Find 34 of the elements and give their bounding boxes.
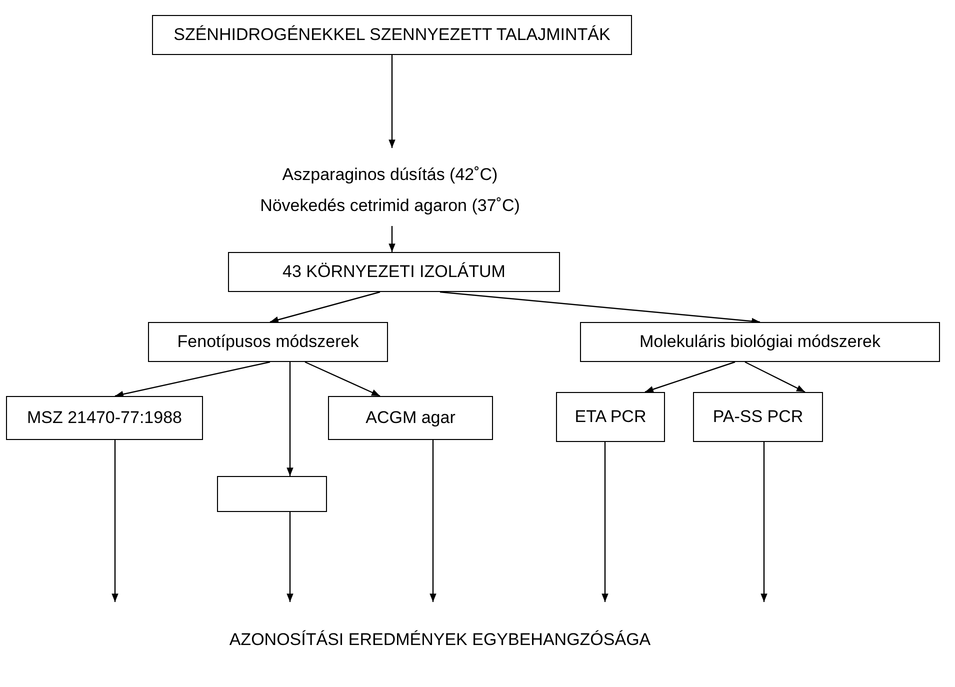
process-box — [148, 322, 388, 362]
node-label: 43 KÖRNYEZETI IZOLÁTUM — [282, 261, 506, 283]
node-label: PA-SS PCR — [712, 406, 804, 428]
process-box — [693, 392, 823, 442]
node-label: ACGM agar — [364, 407, 456, 429]
node-label: SZÉNHIDROGÉNEKKEL SZENNYEZETT TALAJMINTÁK — [172, 24, 612, 46]
arrow — [270, 291, 380, 324]
arrow — [760, 442, 768, 602]
node-label: Aszparaginos dúsítás (42˚C) — [281, 164, 499, 185]
arrow — [644, 361, 736, 393]
arrow — [744, 361, 806, 393]
arrow — [286, 512, 294, 602]
arrow — [112, 440, 118, 602]
arrow — [440, 291, 760, 325]
node-label: Fenotípusos módszerek — [176, 331, 360, 353]
arrow — [304, 361, 380, 397]
process-box — [152, 15, 632, 55]
process-box — [580, 322, 940, 362]
arrow — [286, 362, 294, 476]
process-box — [328, 396, 493, 440]
process-box — [228, 252, 560, 292]
process-box — [556, 392, 665, 442]
arrow — [602, 442, 608, 602]
node-label: MSZ 21470-77:1988 — [26, 407, 183, 429]
process-box — [6, 396, 203, 440]
node-label: AZONOSÍTÁSI EREDMÉNYEK EGYBEHANGZÓSÁGA — [228, 629, 652, 651]
node-label: ETA PCR — [574, 406, 648, 428]
node-label: Növekedés cetrimid agaron (37˚C) — [259, 195, 521, 216]
process-box — [217, 476, 327, 512]
arrow — [430, 440, 436, 602]
arrow — [388, 226, 396, 252]
node-label: Molekuláris biológiai módszerek — [638, 331, 882, 353]
arrow — [114, 361, 270, 398]
arrow — [388, 55, 396, 148]
